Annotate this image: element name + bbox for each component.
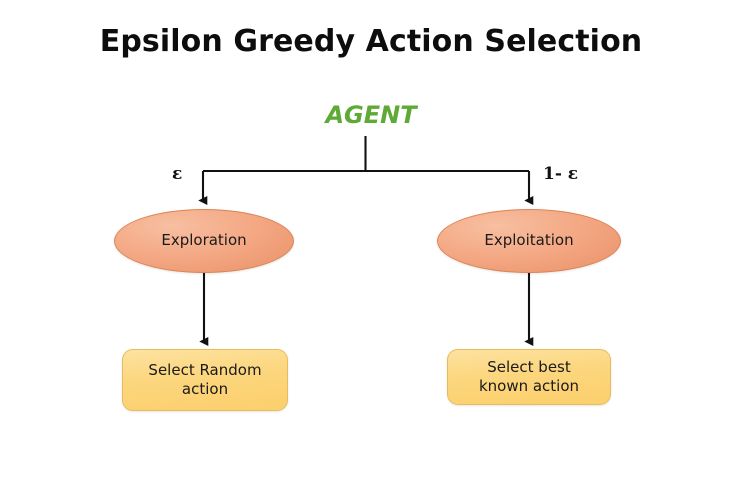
branch-probability-label-exploitation: 1- ε <box>543 164 579 184</box>
branch-probability-label-exploration: ε <box>172 164 183 184</box>
agent-root-label: AGENT <box>325 101 417 129</box>
node-exploration-label: Exploration <box>161 231 247 250</box>
node-select-random-action-label: Select Random action <box>148 360 262 398</box>
node-exploitation-label: Exploitation <box>484 231 574 250</box>
node-exploitation[interactable]: Exploitation <box>437 209 621 273</box>
node-select-random-action[interactable]: Select Random action <box>122 349 288 411</box>
node-select-best-known-action-label: Select best known action <box>478 357 580 395</box>
node-select-best-known-action[interactable]: Select best known action <box>447 349 611 405</box>
node-exploration[interactable]: Exploration <box>114 209 294 273</box>
page-title: Epsilon Greedy Action Selection <box>99 24 643 59</box>
